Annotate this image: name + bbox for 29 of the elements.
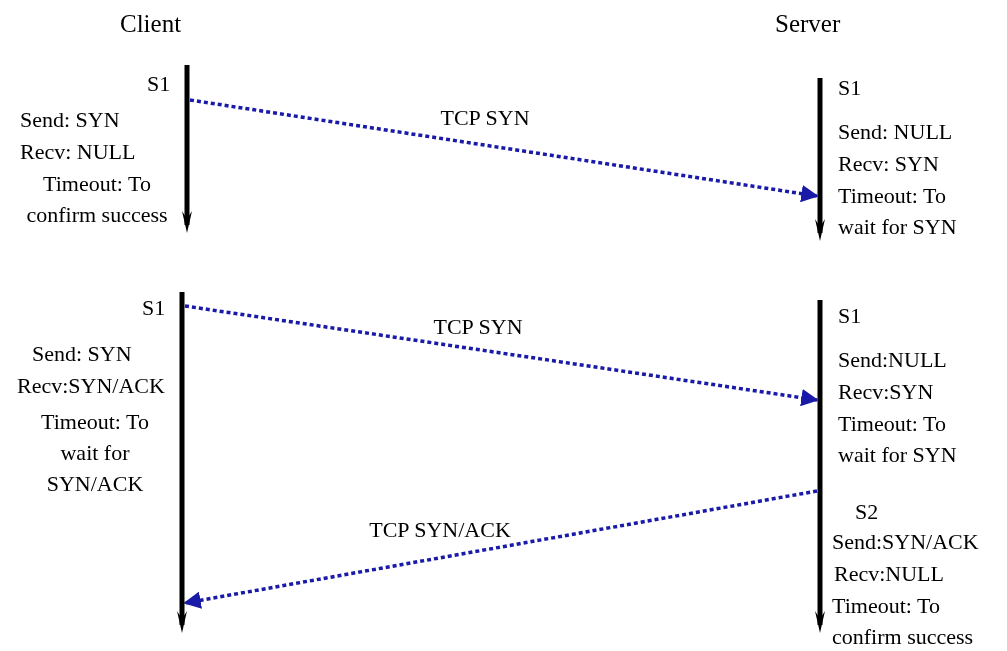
lifeline-heading: Client [120, 9, 182, 39]
state-label: Timeout: To wait for SYN [838, 410, 958, 469]
lifeline-heading: Server [775, 9, 841, 39]
lifeline [813, 78, 827, 241]
state-label: Timeout: To wait for SYN/ACK [40, 408, 150, 498]
state-label: Timeout: To confirm success [832, 592, 975, 651]
state-label: Send: NULL [838, 118, 953, 146]
lifeline [175, 292, 189, 633]
lifeline [813, 300, 827, 633]
state-label: Send: SYN [32, 340, 132, 368]
state-label: Recv:SYN [838, 378, 934, 406]
message-arrow [184, 304, 819, 407]
state-label: Recv:SYN/ACK [17, 372, 165, 400]
state-label: S1 [147, 70, 171, 98]
state-label: S1 [142, 294, 166, 322]
state-label: S2 [855, 498, 879, 526]
state-label: S1 [838, 302, 862, 330]
state-label: S1 [838, 74, 862, 102]
state-label: Timeout: To confirm success [25, 170, 169, 229]
state-label: Recv: SYN [838, 150, 939, 178]
lifeline [180, 65, 194, 233]
state-label: Timeout: To wait for SYN [838, 182, 958, 241]
message-arrow [189, 98, 819, 203]
state-label: Send:NULL [838, 346, 947, 374]
state-label: Send:SYN/ACK [832, 528, 979, 556]
state-label: Send: SYN [20, 106, 120, 134]
message-arrow [183, 489, 818, 609]
state-label: Recv: NULL [20, 138, 136, 166]
state-label: Recv:NULL [834, 560, 944, 588]
